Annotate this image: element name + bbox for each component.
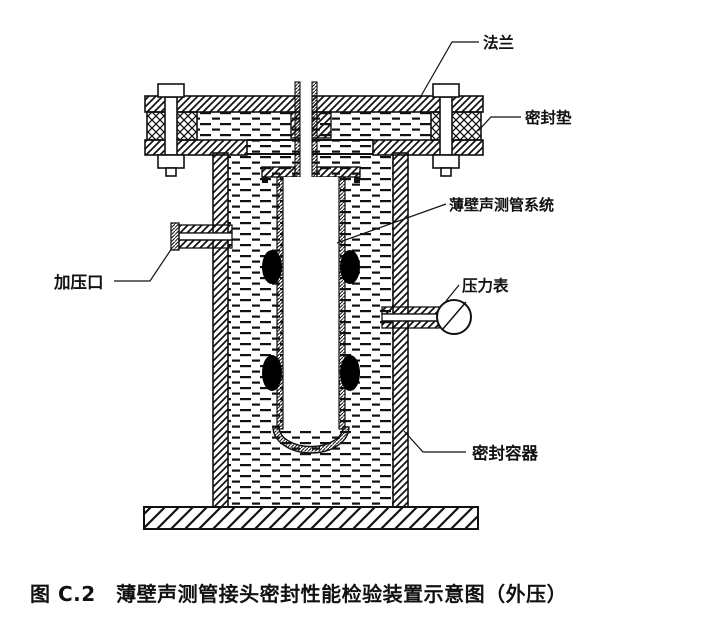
leader-flange — [420, 41, 479, 97]
vessel-wall-right — [392, 152, 409, 508]
leader-sealed-vessel — [403, 430, 466, 453]
label-tube-system: 薄壁声测管系统 — [449, 196, 554, 214]
bolt-right-tip — [440, 167, 452, 177]
label-sealed-vessel: 密封容器 — [472, 443, 539, 463]
tube-cap-left — [261, 166, 296, 178]
tube-wall-left — [276, 176, 284, 430]
leader-pressure-inlet — [114, 247, 173, 282]
pressure-inlet-pipe — [170, 222, 233, 251]
gauge-pipe-bore — [381, 313, 440, 322]
central-tube-wall-right — [311, 81, 318, 178]
figure-caption: 图 C.2 薄壁声测管接头密封性能检验装置示意图（外压） — [30, 582, 568, 606]
inlet-pipe-bottom — [178, 239, 233, 249]
inlet-pipe-endcap — [170, 222, 180, 251]
leader-gasket — [477, 116, 521, 132]
tube-wall-right — [338, 176, 346, 430]
bolt-left-head — [157, 83, 185, 98]
tube-interior — [283, 177, 339, 429]
bolt-right — [432, 83, 460, 177]
bolt-right-head — [432, 83, 460, 98]
label-pressure-inlet: 加压口 — [53, 273, 104, 292]
base-plate — [143, 506, 479, 530]
tube-joint-upper-left — [262, 250, 282, 284]
tube-cap-lip-right — [354, 177, 360, 183]
pressure-gauge — [381, 299, 472, 335]
gauge-needle — [441, 301, 467, 331]
inlet-pipe-bore — [178, 232, 233, 241]
bolt-left-tip — [165, 167, 177, 177]
vessel-wall-left — [212, 152, 229, 508]
tube-bottom-cap — [272, 426, 350, 454]
gasket-right — [430, 111, 482, 141]
tube-cap-right — [316, 166, 361, 178]
central-tube-wall-left — [294, 81, 301, 178]
tube-cap-lip-left — [262, 177, 268, 183]
bolt-left — [157, 83, 185, 177]
leader-pressure-gauge — [445, 284, 460, 302]
gauge-pipe-bottom — [381, 320, 440, 329]
bolt-right-nut — [432, 154, 460, 169]
tube-joint-lower-right — [340, 355, 360, 391]
flange-bottom-plate-left — [144, 139, 248, 156]
label-pressure-gauge: 压力表 — [462, 276, 509, 295]
leader-lines — [114, 41, 521, 453]
gauge-pipe-top — [381, 306, 440, 315]
flange-bottom-plate-right — [372, 139, 484, 156]
leader-tube-system — [336, 203, 447, 244]
central-tube — [294, 81, 318, 178]
acoustic-tube-system — [261, 166, 361, 454]
label-gasket: 密封垫 — [525, 108, 572, 127]
tube-joint-lower-left — [262, 355, 282, 391]
central-tube-bore — [300, 82, 312, 177]
inlet-pipe-top — [178, 224, 233, 234]
apparatus-diagram: 法兰 密封垫 薄壁声测管系统 加压口 压力表 密封容器 — [53, 33, 572, 530]
bolt-left-shaft — [164, 96, 178, 156]
label-flange: 法兰 — [483, 33, 514, 52]
bolt-left-nut — [157, 154, 185, 169]
tube-joint-upper-right — [340, 250, 360, 284]
bolt-right-shaft — [439, 96, 453, 156]
